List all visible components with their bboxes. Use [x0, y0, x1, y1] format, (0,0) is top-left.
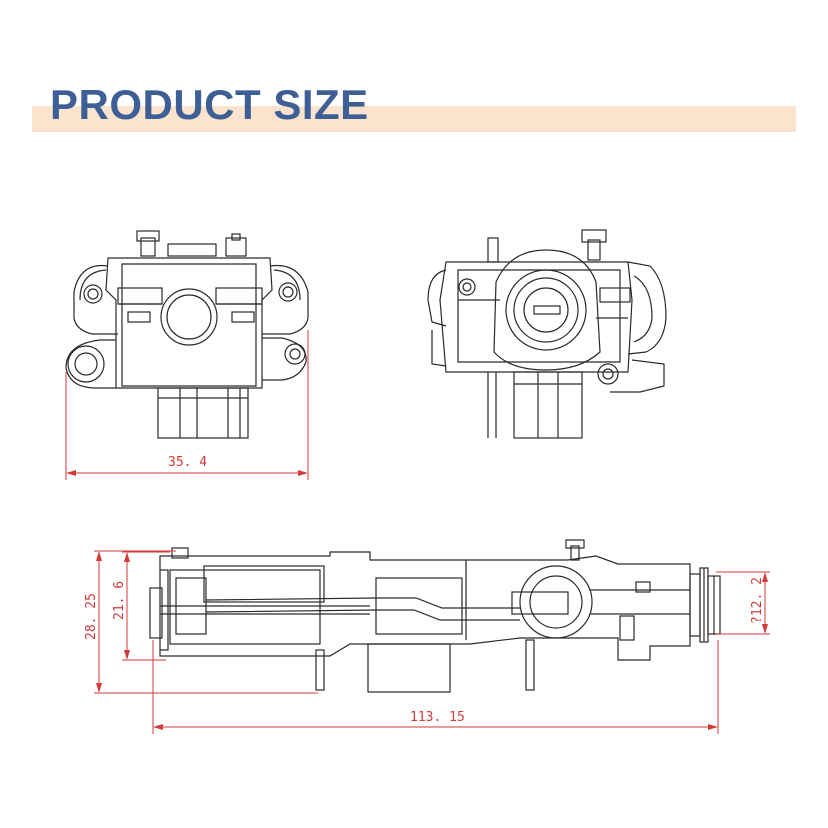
- back-view: [427, 229, 667, 439]
- dimension-label-side-height-outer: 28. 25: [84, 593, 99, 640]
- dimension-front-width: [65, 330, 309, 480]
- dimension-side-length: [152, 640, 719, 734]
- page-title: PRODUCT SIZE: [50, 81, 369, 128]
- side-view: [149, 539, 721, 693]
- dimension-side-height-inner: [122, 551, 170, 661]
- dimension-label-side-length: 113. 15: [410, 710, 465, 725]
- front-view: [65, 230, 309, 439]
- dimension-label-side-height-inner: 21. 6: [112, 581, 127, 620]
- dimension-nozzle-diameter: [716, 571, 770, 635]
- dimension-label-front-width: 35. 4: [168, 455, 207, 470]
- dimension-label-nozzle-diameter: ?12. 2: [750, 577, 765, 624]
- dimension-side-height-outer: [94, 550, 318, 694]
- title-band: [32, 106, 796, 132]
